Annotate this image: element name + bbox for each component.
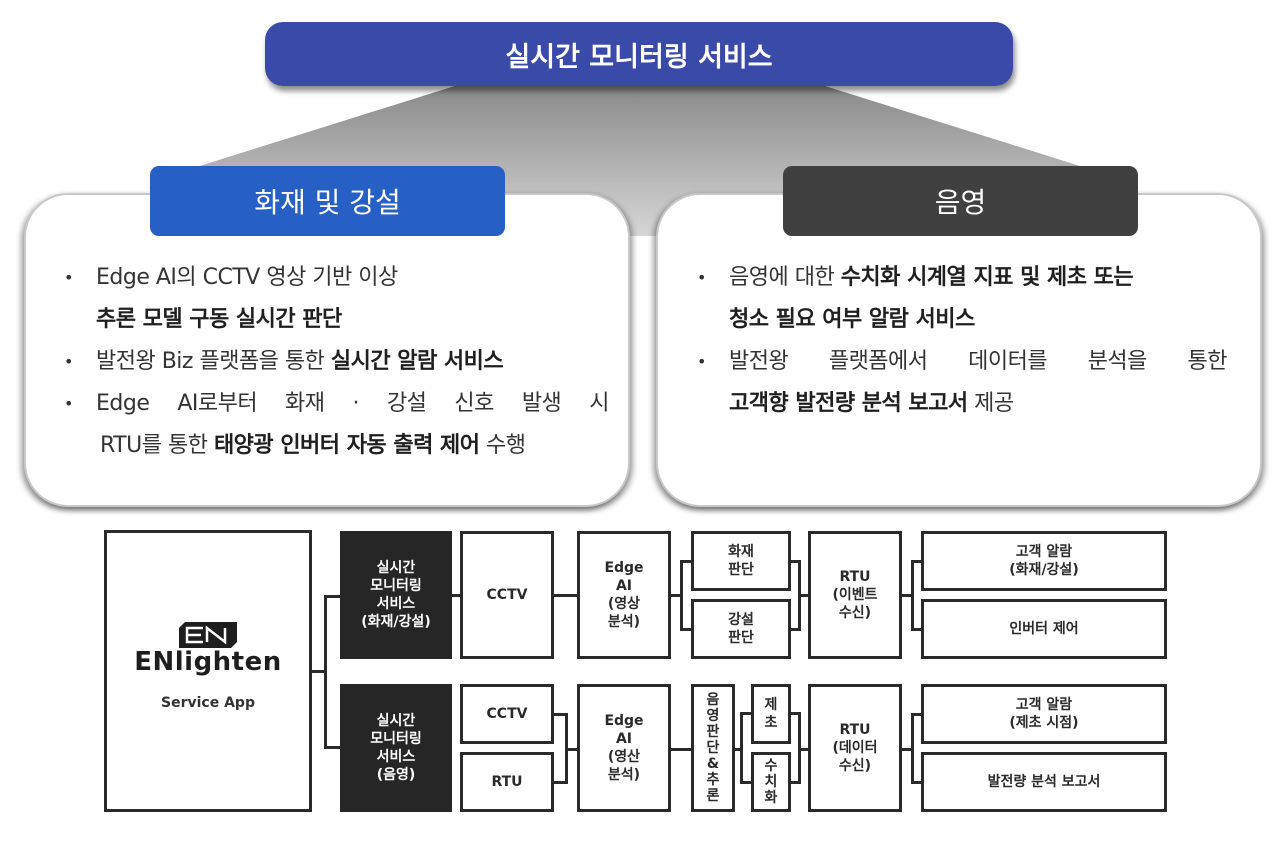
connector-line [911, 713, 922, 716]
connector-line [740, 712, 752, 715]
bullet-item: • 음영에 대한 수치화 시계열 지표 및 제초 또는 [697, 257, 1227, 299]
connector-line [791, 712, 801, 715]
connector-line [798, 594, 809, 597]
connector-line [554, 713, 568, 716]
connector-line [740, 781, 752, 784]
customer-alarm-fire-snow-box: 고객 알람 (화재/강설) [921, 531, 1167, 591]
service-box-shading: 실시간 모니터링 서비스 (음영) [340, 684, 452, 812]
service-app-box: ENlighten Service App [104, 530, 312, 812]
snow-judge-box: 강설 판단 [691, 599, 791, 659]
connector-line [798, 748, 809, 751]
connector-line [312, 670, 326, 673]
connector-line [911, 713, 914, 784]
connector-line [324, 595, 341, 598]
generation-report-box: 발전량 분석 보고서 [921, 752, 1167, 812]
connector-line [902, 594, 914, 597]
connector-line [902, 748, 914, 751]
connector-line [740, 712, 743, 784]
connector-line [324, 746, 341, 749]
rtu-event-box: RTU (이벤트 수신) [808, 531, 902, 659]
cctv-box-1: CCTV [460, 531, 554, 659]
bullet-item: • 발전왕 Biz 플랫폼을 통한 실시간 알람 서비스 [64, 341, 609, 383]
bullet-dot-icon: • [697, 352, 706, 371]
fire-judge-box: 화재 판단 [691, 531, 791, 591]
connector-line [554, 594, 578, 597]
rtu-data-box: RTU (데이터 수신) [808, 684, 902, 812]
connector-line [791, 560, 801, 563]
bullet-item: • Edge AI로부터 화재 · 강설 신호 발생 시 [64, 383, 609, 425]
fire-snow-bullets: • Edge AI의 CCTV 영상 기반 이상 추론 모델 구동 실시간 판단… [64, 257, 609, 467]
enlighten-logo-icon [179, 622, 237, 648]
fire-snow-card [24, 193, 630, 507]
bullet-dot-icon: • [64, 268, 73, 287]
shading-tab: 음영 [783, 166, 1138, 236]
service-app-label: Service App [161, 695, 255, 711]
inverter-control-box: 인버터 제어 [921, 599, 1167, 659]
weeding-box: 제 초 [751, 684, 791, 744]
connector-line [735, 748, 743, 751]
connector-line [671, 594, 683, 597]
connector-line [791, 628, 801, 631]
quantify-box: 수 치 화 [751, 752, 791, 812]
edge-ai-box-1: Edge AI (영상 분석) [577, 531, 671, 659]
bullet-item: • 발전왕 플랫폼에서 데이터를 분석을 통한 [697, 341, 1228, 383]
connector-line [791, 781, 801, 784]
connector-line [680, 628, 692, 631]
connector-line [911, 560, 922, 563]
connector-line [911, 781, 922, 784]
connector-line [554, 781, 568, 784]
connector-line [911, 628, 922, 631]
connector-line [911, 560, 914, 630]
rtu-source-box: RTU [460, 752, 554, 812]
connector-line [324, 595, 327, 748]
edge-ai-box-2: Edge AI (영산 분석) [577, 684, 671, 812]
connector-line [680, 560, 683, 630]
bullet-dot-icon: • [64, 352, 73, 371]
fire-snow-tab: 화재 및 강설 [150, 166, 505, 236]
bullet-dot-icon: • [64, 394, 73, 413]
connector-line [680, 560, 692, 563]
shading-bullets: • 음영에 대한 수치화 시계열 지표 및 제초 또는 청소 필요 여부 알람 … [697, 257, 1228, 425]
connector-line [452, 594, 462, 597]
page-title: 실시간 모니터링 서비스 [265, 22, 1013, 86]
cctv-box-2: CCTV [460, 684, 554, 744]
customer-alarm-weeding-box: 고객 알람 (제초 시점) [921, 684, 1167, 744]
connector-line [565, 748, 578, 751]
bullet-item: • Edge AI의 CCTV 영상 기반 이상 [64, 257, 609, 299]
connector-line [671, 748, 692, 751]
service-box-fire-snow: 실시간 모니터링 서비스 (화재/강설) [340, 531, 452, 659]
shading-judge-inference-box: 음 영 판 단 & 추 론 [691, 684, 735, 812]
brand-name: ENlighten [134, 647, 282, 677]
bullet-dot-icon: • [697, 268, 706, 287]
